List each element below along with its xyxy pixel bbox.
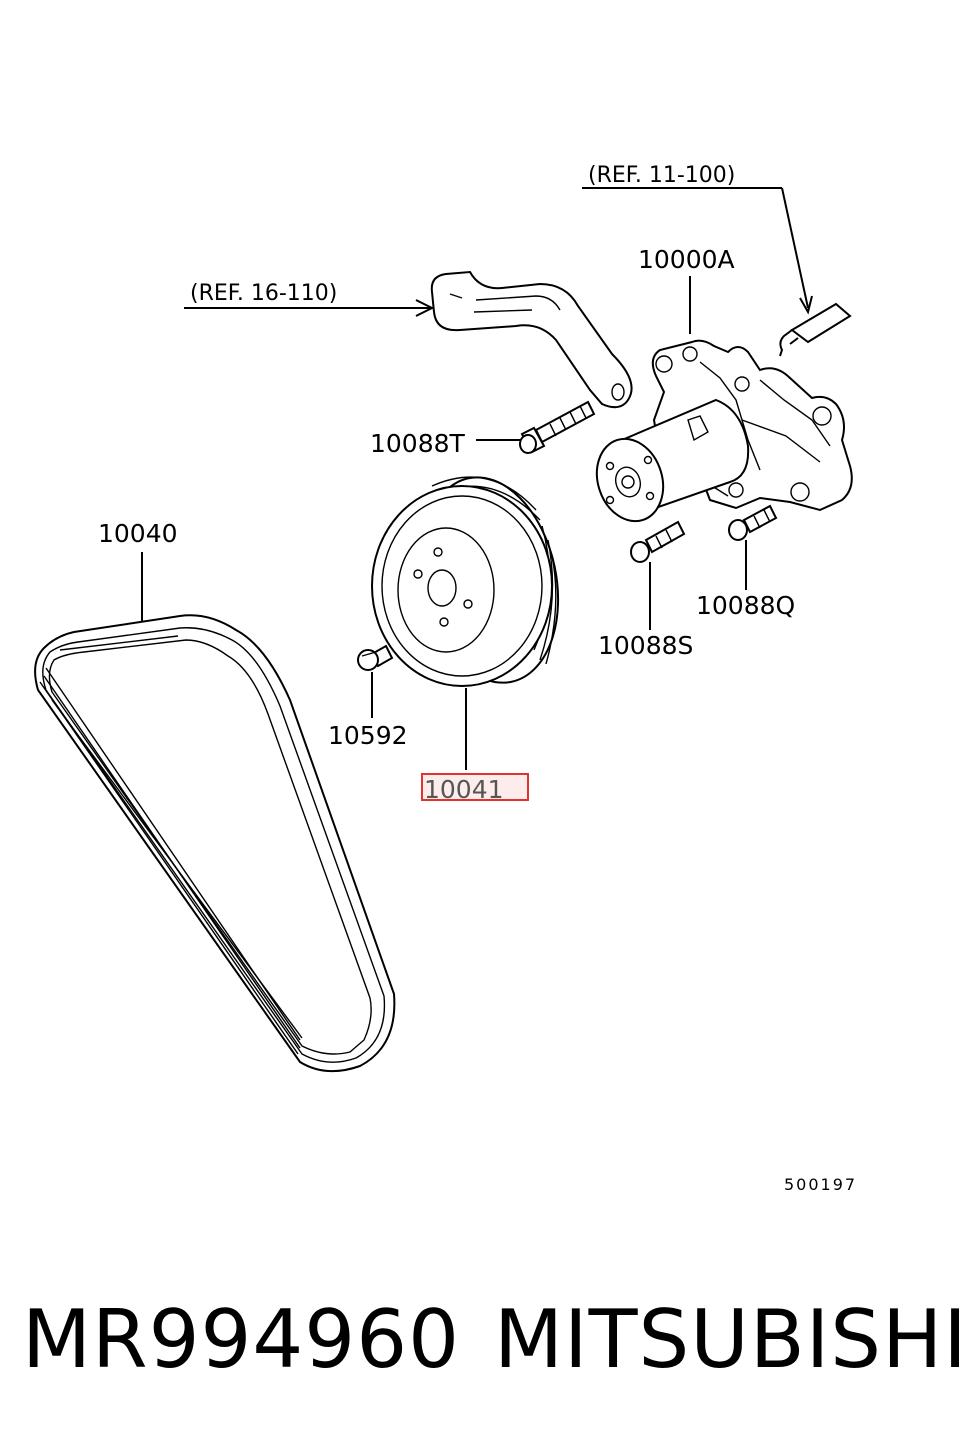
- bolt-t-icon: [519, 400, 596, 454]
- sealant-callout: (REF. 11-100): [582, 163, 852, 357]
- bracket-icon: [430, 270, 633, 409]
- belt-label: 10040: [98, 519, 178, 548]
- belt-callout: 10040: [98, 519, 178, 622]
- pulley-bolt-label: 10592: [328, 721, 408, 750]
- pulley-bolt-callout: 10592: [328, 672, 408, 750]
- bolt-s-callout: 10088S: [598, 562, 693, 660]
- bolt-q-icon: [728, 504, 778, 541]
- footer: MR994960 MITSUBISHI: [0, 1290, 960, 1390]
- crank-pulley-icon: [371, 476, 560, 687]
- bolt-s-label: 10088S: [598, 631, 693, 660]
- pulley-callout: 10041: [421, 688, 529, 804]
- drawing-code: 500197: [784, 1175, 857, 1194]
- bolt-s-icon: [630, 520, 686, 563]
- water-pump-callout: 10000A: [638, 245, 735, 334]
- ref-11-100-label: (REF. 11-100): [588, 163, 735, 188]
- ref-16-110-label: (REF. 16-110): [190, 281, 337, 306]
- water-pump-label: 10000A: [638, 245, 735, 274]
- bolt-q-label: 10088Q: [696, 591, 795, 620]
- brand-name: MITSUBISHI: [494, 1293, 960, 1386]
- bolt-t-callout: 10088T: [370, 429, 520, 458]
- highlight-box: [421, 773, 529, 801]
- pulley-label: 10041: [424, 775, 504, 804]
- bolt-t-label: 10088T: [370, 429, 466, 458]
- pulley-bolt-icon: [357, 644, 394, 671]
- bracket-callout: (REF. 16-110): [184, 281, 435, 317]
- part-number: MR994960: [22, 1293, 460, 1386]
- sealant-tube-icon: [779, 302, 852, 357]
- water-pump-icon: [595, 339, 853, 523]
- bolt-q-callout: 10088Q: [696, 540, 795, 620]
- drive-belt-icon: [34, 614, 396, 1073]
